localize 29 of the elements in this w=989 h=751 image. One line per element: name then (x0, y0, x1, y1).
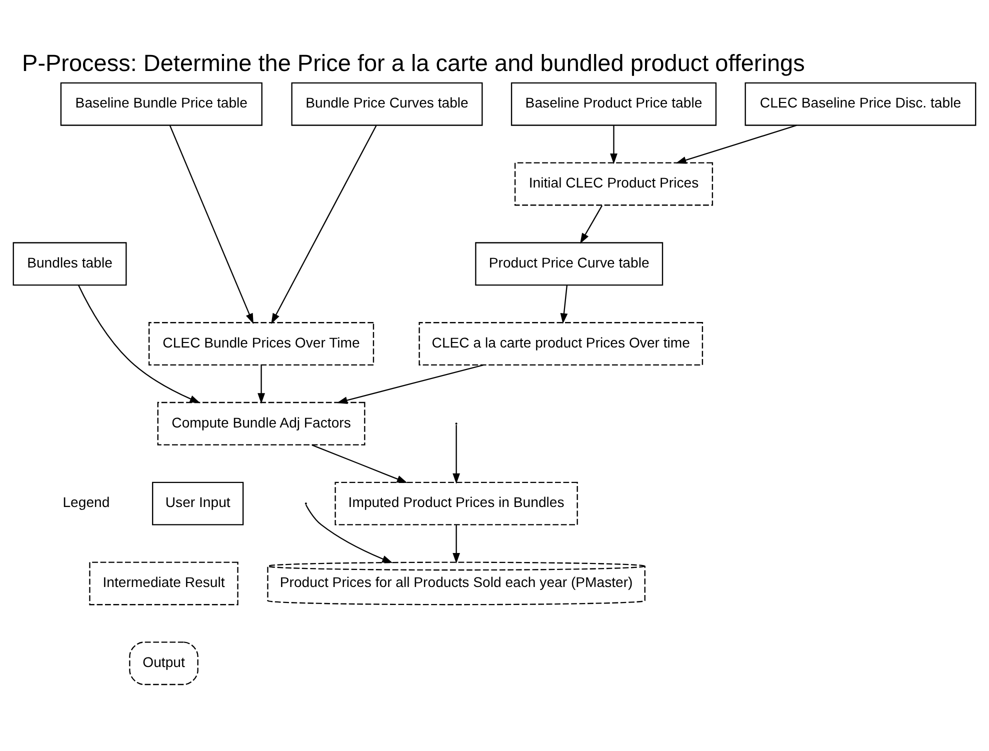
legend-label: Output (142, 654, 185, 670)
arrow (305, 504, 393, 563)
node-box: Imputed Product Prices in Bundles (334, 482, 578, 526)
arrow (78, 284, 200, 404)
arrow (560, 285, 568, 324)
node-box: Bundle Price Curves table (291, 82, 483, 126)
legend-label: Intermediate Result (102, 574, 225, 590)
arrow (258, 365, 265, 404)
arrow (169, 125, 254, 324)
arrow (312, 444, 408, 483)
diagram-title: P-Process: Determine the Price for a la carte and bundled product offerings (22, 50, 805, 76)
node-box: CLEC Bundle Prices Over Time (148, 322, 374, 366)
node-box: Bundles table (12, 242, 127, 286)
node-box: Product Price Curve table (475, 242, 664, 286)
arrow (452, 525, 460, 564)
node-box: CLEC a la carte product Prices Over time (418, 322, 704, 366)
node-box: Compute Bundle Adj Factors (157, 402, 366, 446)
node-box: Initial CLEC Product Prices (514, 162, 714, 206)
arrow (452, 424, 460, 484)
arrow (610, 126, 618, 164)
label: Legend (62, 494, 110, 510)
arrow (580, 205, 603, 244)
arrow (676, 124, 797, 164)
legend-label: User Input (165, 494, 230, 510)
node-box: CLEC Baseline Price Disc. table (744, 82, 976, 126)
arrow (336, 364, 484, 404)
arrow (271, 125, 377, 324)
node-box: Baseline Product Price table (510, 82, 717, 126)
node-box: Baseline Bundle Price table (60, 82, 262, 126)
